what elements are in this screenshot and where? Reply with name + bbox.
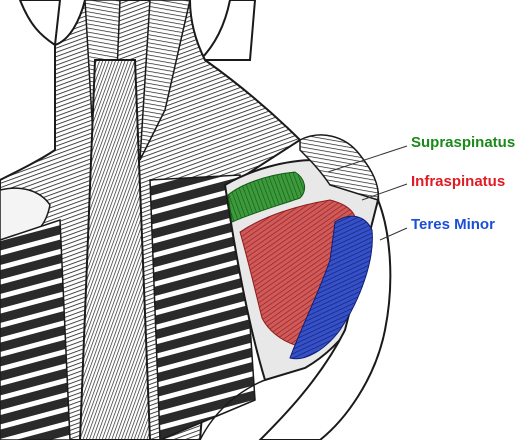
supraspinatus-label: Supraspinatus	[411, 134, 515, 152]
teres-minor-label: Teres Minor	[411, 216, 495, 234]
infraspinatus-label: Infraspinatus	[411, 173, 505, 191]
